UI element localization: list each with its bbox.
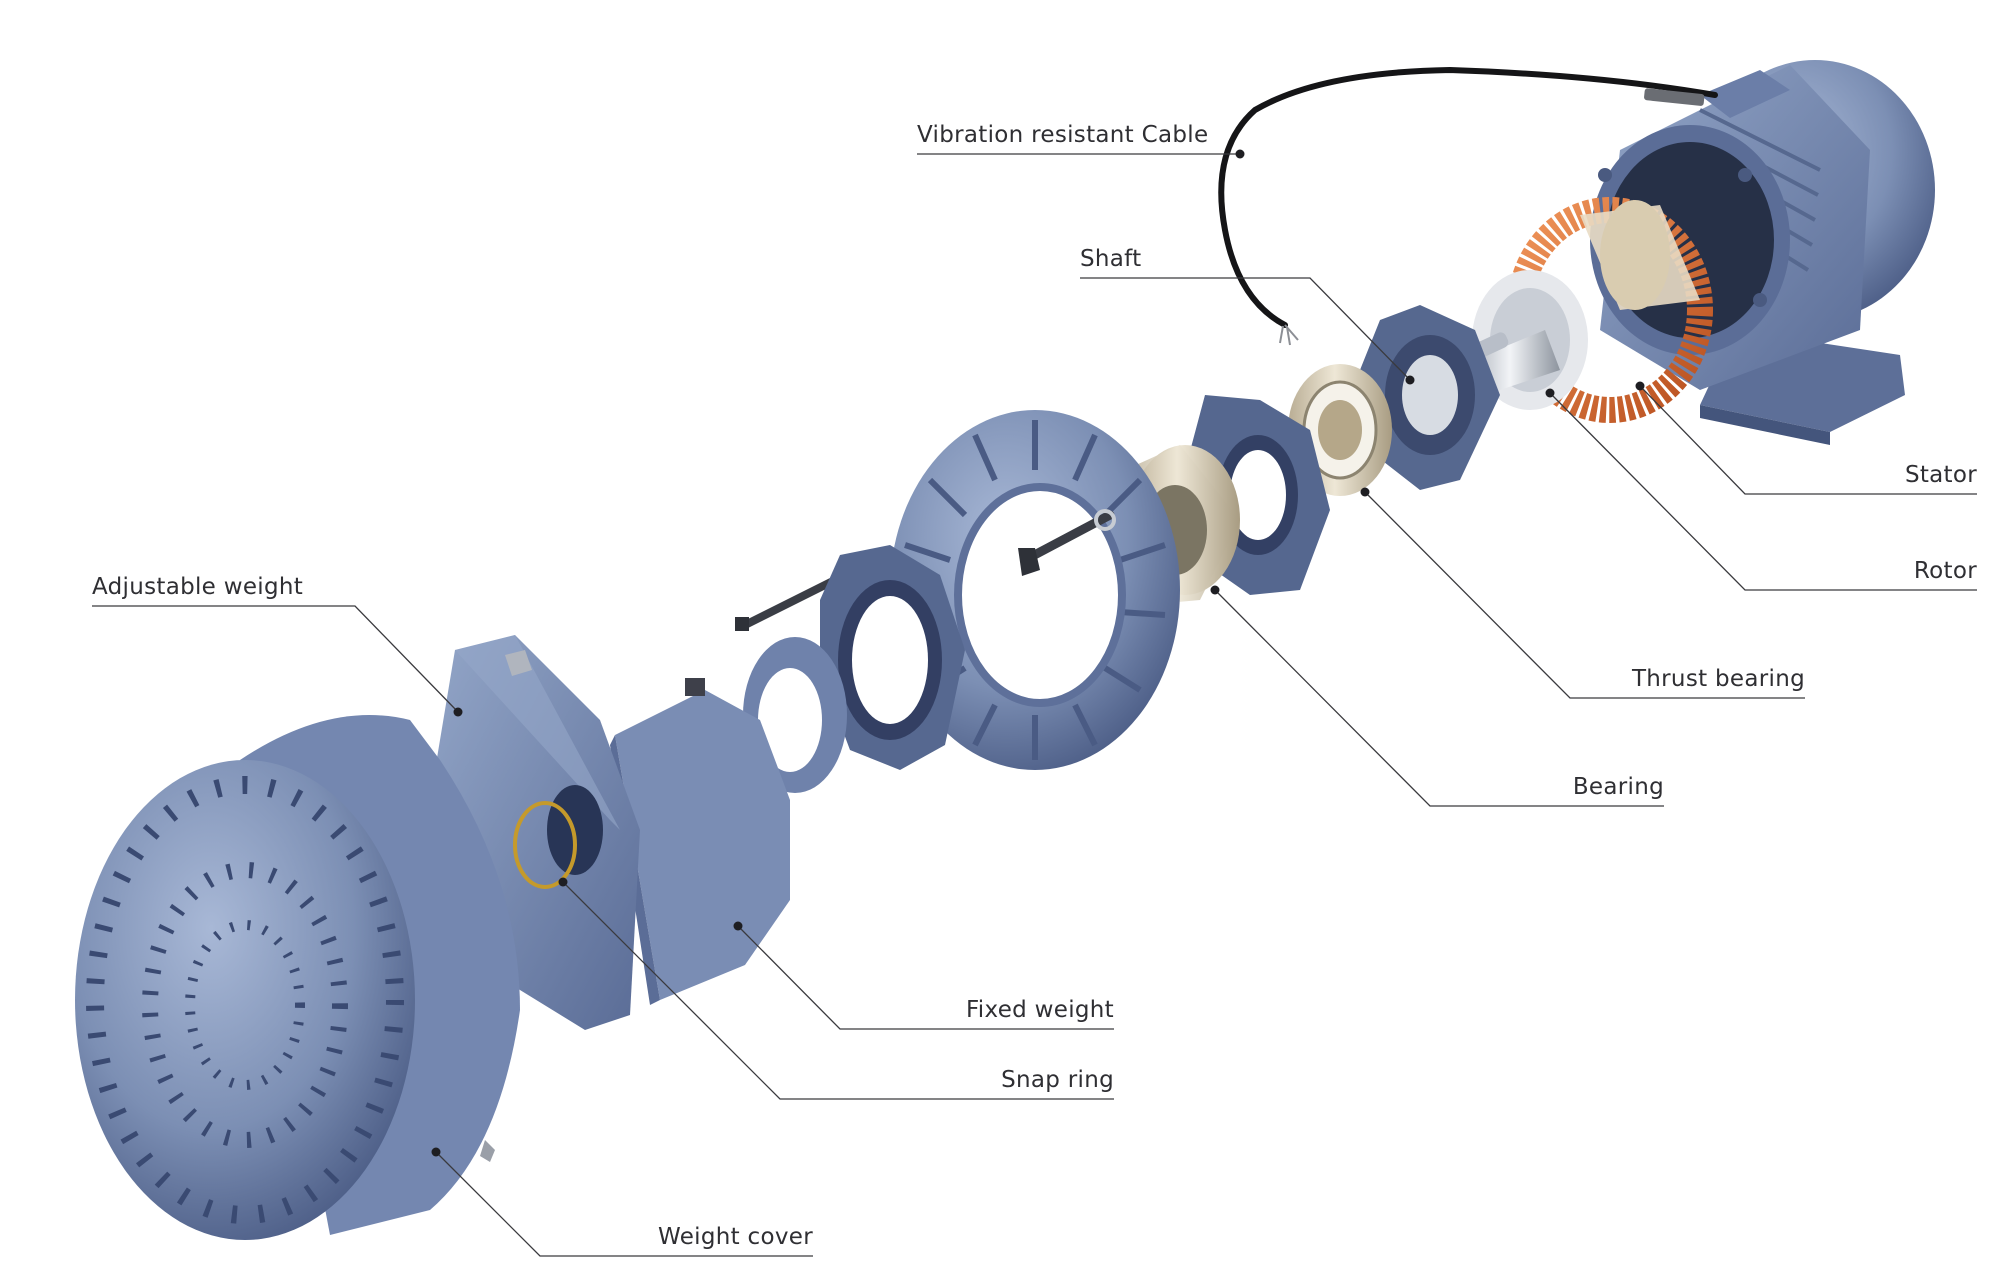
bearing-plate [1185,395,1330,595]
label-shaft-text: Shaft [1080,246,1141,272]
label-fixed-weight: Fixed weight [733,921,1114,1030]
label-adjustable-weight: Adjustable weight [92,574,463,717]
label-cable-text: Vibration resistant Cable [917,122,1208,148]
thrust-bearing-part [1288,364,1392,496]
label-cable: Vibration resistant Cable [917,122,1245,159]
label-bearing-text: Bearing [1573,774,1664,800]
label-fixed-weight-text: Fixed weight [966,997,1114,1023]
label-bearing: Bearing [1210,585,1664,807]
label-stator: Stator [1635,381,1977,495]
label-stator-text: Stator [1905,462,1977,488]
label-shaft: Shaft [1080,246,1415,385]
label-rotor: Rotor [1545,388,1977,591]
snap-ring-part [513,801,577,889]
motor-housing [1590,60,1935,445]
label-thrust-bearing: Thrust bearing [1360,487,1805,699]
label-weight-cover: Weight cover [431,1147,813,1257]
label-rotor-text: Rotor [1914,558,1977,584]
end-shield [890,410,1180,770]
label-snap-ring-text: Snap ring [1001,1067,1114,1093]
label-adjustable-weight-text: Adjustable weight [92,574,303,600]
flange-plate [820,545,965,770]
label-snap-ring: Snap ring [558,877,1114,1100]
weight-cover-part [75,715,520,1240]
end-bracket-rear [1360,305,1500,490]
label-thrust-bearing-text: Thrust bearing [1631,666,1805,692]
vibration-cable [1218,66,1718,346]
label-weight-cover-text: Weight cover [658,1224,813,1250]
